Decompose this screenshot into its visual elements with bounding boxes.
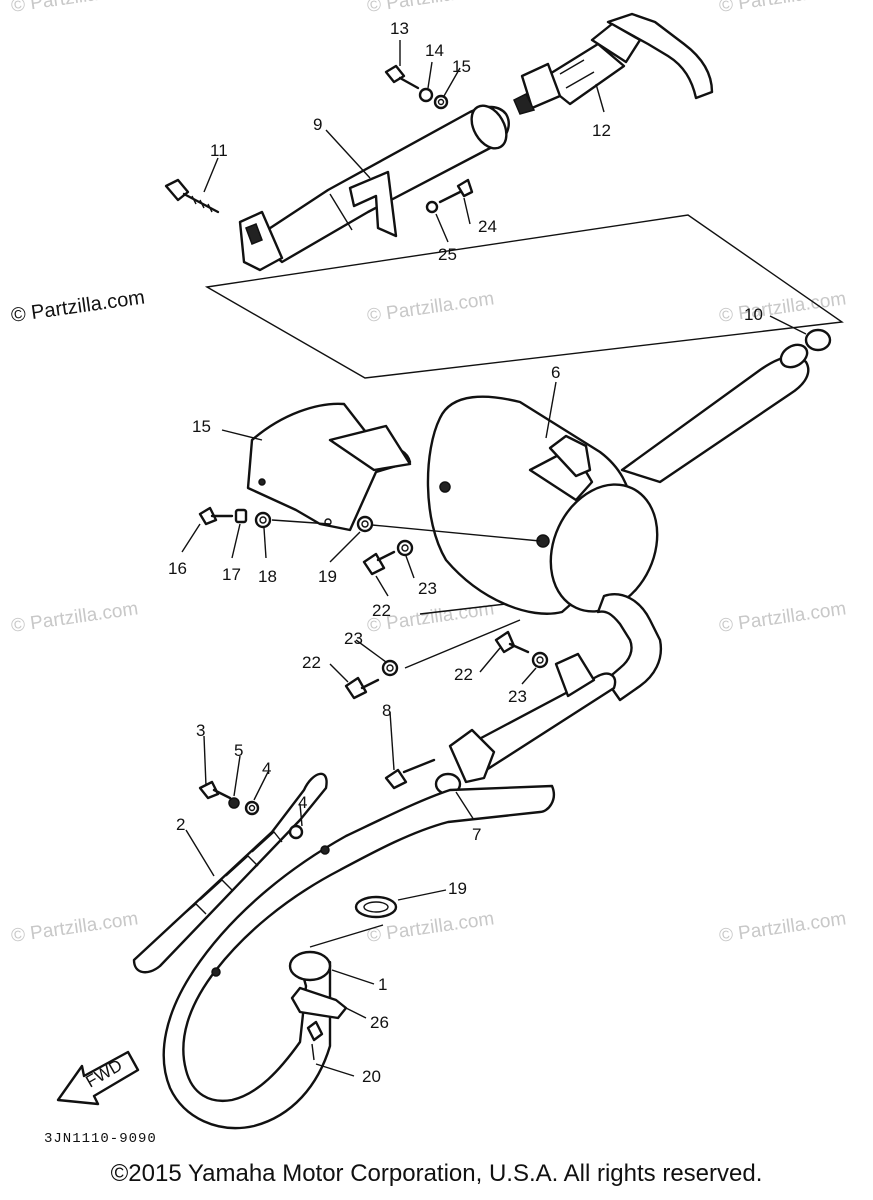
callout-11: 11 [210,141,228,160]
callout-23: 23 [508,687,527,706]
callout-19: 18 [258,567,277,586]
muffler-inner-pipe-part-9 [238,104,510,272]
callout-18: 17 [222,565,241,584]
watermark-main: © Partzilla.com [10,286,147,327]
fwd-arrow: FWD [56,1050,140,1106]
callout-20: 19 [448,879,467,898]
callout-14: 14 [425,41,444,60]
pipe-end-part-10 [804,328,832,352]
diagram-code: 3JN1110-9090 [44,1131,157,1147]
leader-lines [181,40,807,1077]
callout-6: 6 [551,363,560,382]
section-boundary-upper [204,214,844,379]
callout-3: 3 [196,721,205,740]
watermark: © Partzilla.com [10,598,140,637]
callout-23: 23 [344,629,363,648]
callouts: 13 14 15 12 9 11 24 25 10 6 15 16 17 18 … [168,19,763,1086]
fasteners-middle [198,506,549,700]
callout-25: 25 [438,245,457,264]
callout-9: 9 [313,115,322,134]
watermark: © Partzilla.com [718,908,848,947]
callout-23: 23 [418,579,437,598]
watermark: © Partzilla.com [718,598,848,637]
callout-24: 24 [478,217,497,236]
muffler-part-6 [426,343,810,702]
callout-21: 20 [362,1067,381,1086]
watermark: © Partzilla.com [718,288,848,327]
callout-15: 15 [452,57,471,76]
exhaust-pipe-part-1 [162,784,555,1130]
callout-16: 15 [192,417,211,436]
callout-5: 5 [234,741,243,760]
callout-12: 12 [592,121,611,140]
callout-22: 22 [372,601,391,620]
callout-2: 2 [176,815,185,834]
tail-pipe-end-part-12 [513,12,714,115]
watermark: © Partzilla.com [718,0,848,17]
middle-pipe-with-clamp [384,652,617,796]
callout-19: 19 [318,567,337,586]
watermark: © Partzilla.com [10,0,140,17]
heat-protector-part-16 [246,402,412,532]
callout-1: 1 [378,975,387,994]
callout-22: 22 [454,665,473,684]
callout-26: 26 [370,1013,389,1032]
watermark: © Partzilla.com [10,908,140,947]
callout-8: 8 [382,701,391,720]
callout-17: 16 [168,559,187,578]
copyright-notice: ©2015 Yamaha Motor Corporation, U.S.A. A… [110,1160,763,1187]
fasteners-upper [164,64,474,214]
callout-7: 7 [472,825,481,844]
callout-22: 22 [302,653,321,672]
callout-4: 4 [298,793,307,812]
watermark: © Partzilla.com [366,288,496,327]
exhaust-protector-part-2 [132,772,328,974]
watermark: © Partzilla.com [366,0,496,17]
callout-4: 4 [262,759,271,778]
callout-13: 13 [390,19,409,38]
callout-10: 10 [744,305,763,324]
